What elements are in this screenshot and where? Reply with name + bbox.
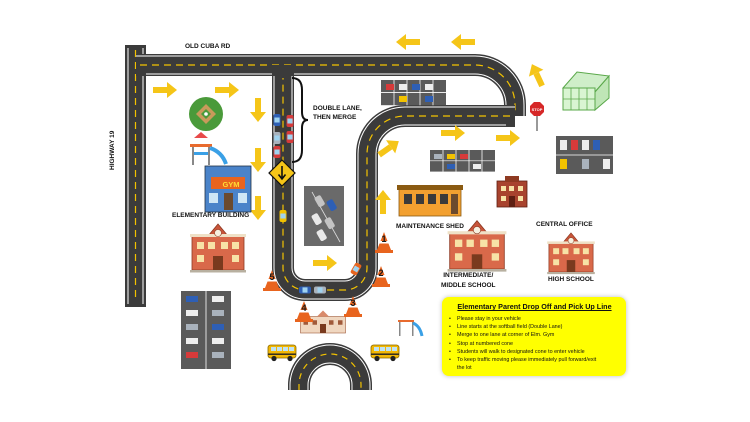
info-item: Line starts at the softball field (Doubl… <box>449 323 620 331</box>
greenhouse-icon <box>562 71 610 112</box>
parking-lot-icon <box>556 136 613 174</box>
drop-off-info-box: Elementary Parent Drop Off and Pick Up L… <box>442 297 626 376</box>
double-lane-line-2: THEN MERGE <box>313 114 357 121</box>
gym-sign-text: GYM <box>222 180 240 189</box>
highway-19-road <box>125 45 146 307</box>
cone-number-3: 3 <box>350 298 356 308</box>
gym-building-icon <box>204 165 252 213</box>
parking-lot-icon <box>380 79 447 106</box>
high-school-label: HIGH SCHOOL <box>548 276 594 283</box>
central-office-building-icon <box>496 176 528 208</box>
info-box-list: Please stay in your vehicle Line starts … <box>449 315 620 372</box>
school-building-icon <box>546 232 596 275</box>
baseball-field-icon <box>189 97 223 131</box>
cone-number-1: 1 <box>381 234 387 244</box>
info-item: Stop at numbered cone <box>449 340 620 348</box>
maintenance-shed-label: MAINTENANCE SHED <box>396 223 464 230</box>
intermediate-middle-label: INTERMEDIATE/ MIDDLE SCHOOL <box>441 271 496 291</box>
merge-warning-sign-icon <box>268 159 296 187</box>
info-box-title: Elementary Parent Drop Off and Pick Up L… <box>457 302 612 311</box>
old-cuba-road <box>136 54 526 116</box>
cone-number-4: 4 <box>301 303 307 313</box>
info-item: To keep traffic moving please immediatel… <box>449 356 620 364</box>
info-item: Students will walk to designated cone to… <box>449 348 620 356</box>
parking-lot-icon <box>181 291 231 369</box>
middle-school-line: MIDDLE SCHOOL <box>441 282 496 289</box>
double-lane-note: DOUBLE LANE, THEN MERGE <box>313 104 362 122</box>
info-item: Merge to one lane at corner of Elm. Gym <box>449 331 620 339</box>
playground-icon <box>398 320 424 337</box>
info-item-continuation: the lot <box>457 365 472 372</box>
cone-number-2: 2 <box>378 268 384 278</box>
info-item: Please stay in your vehicle <box>449 315 620 323</box>
elementary-building-label: ELEMENTARY BUILDING <box>172 212 250 219</box>
parking-lot-icon <box>429 149 496 173</box>
maintenance-shed-icon <box>397 185 463 217</box>
double-lane-line-1: DOUBLE LANE, <box>313 105 362 112</box>
cone-number-5: 5 <box>269 272 275 282</box>
old-cuba-rd-label: OLD CUBA RD <box>185 43 231 50</box>
center-parking-lot <box>304 186 344 246</box>
intermediate-line: INTERMEDIATE/ <box>443 272 494 279</box>
double-lane-brace <box>291 77 309 163</box>
stop-sign-icon: STOP <box>530 102 544 131</box>
bottom-loop-road <box>288 343 372 390</box>
school-building-icon <box>189 223 247 273</box>
playground-icon <box>190 132 228 165</box>
highway-19-label: HIGHWAY 19 <box>109 130 116 170</box>
stop-sign-text: STOP <box>532 107 543 112</box>
central-office-label: CENTRAL OFFICE <box>536 221 593 228</box>
